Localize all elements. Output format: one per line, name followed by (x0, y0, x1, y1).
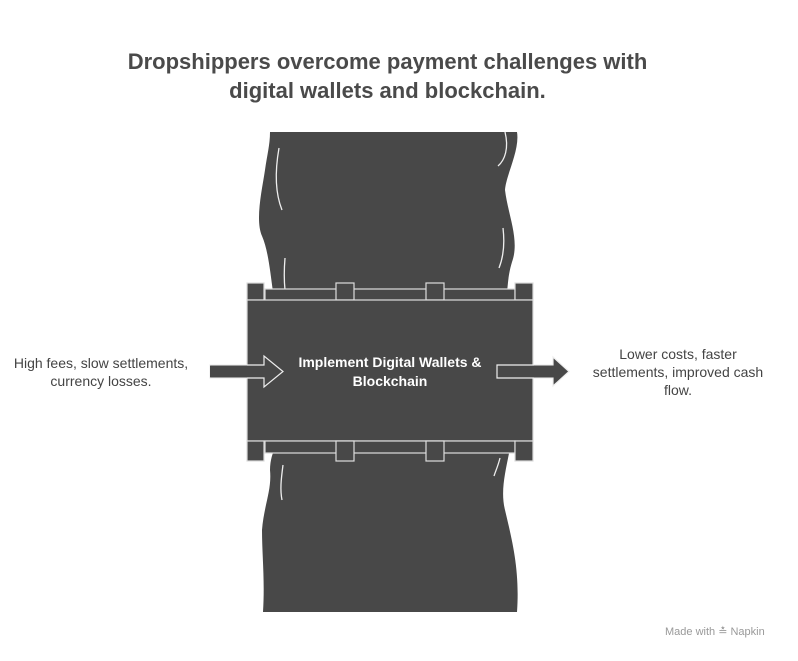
title-line-1: Dropshippers overcome payment challenges… (127, 49, 648, 74)
upper-band (258, 132, 518, 292)
output-description: Lower costs, faster settlements, improve… (578, 345, 778, 399)
napkin-logo-icon: ≛ (718, 626, 728, 638)
top-clamp-bar (264, 288, 516, 302)
process-label-line: Blockchain (352, 373, 428, 389)
output-line: Lower costs, faster (619, 346, 737, 362)
title-line-2: digital wallets and blockchain. (229, 78, 546, 103)
bottom-clamp-square (425, 440, 445, 462)
watermark-brand: Napkin (730, 626, 765, 638)
output-arrow-icon (496, 355, 570, 388)
band-highlight (275, 147, 283, 211)
output-line: settlements, improved cash (592, 364, 764, 380)
input-description: High fees, slow settlements, currency lo… (0, 354, 202, 390)
band-highlight (497, 131, 508, 167)
bottom-clamp-square (246, 440, 265, 462)
top-clamp-square (514, 282, 534, 301)
process-label-line: Implement Digital Wallets & (298, 354, 482, 370)
watermark: Made with ≛ Napkin (665, 625, 765, 638)
process-box (246, 299, 534, 442)
top-clamp-square (246, 282, 265, 301)
lower-band (262, 448, 518, 612)
bottom-clamp-square (514, 440, 534, 462)
band-highlight (493, 457, 501, 477)
band-highlight (283, 257, 286, 291)
page-title: Dropshippers overcome payment challenges… (0, 47, 775, 105)
input-line: High fees, slow settlements, (13, 355, 189, 371)
process-label: Implement Digital Wallets & Blockchain (285, 353, 495, 391)
band-highlight (498, 227, 505, 269)
bottom-clamp-bar (264, 440, 516, 454)
output-line: flow. (663, 382, 692, 398)
bottom-clamp-square (335, 440, 355, 462)
top-clamp-square (335, 282, 355, 301)
watermark-prefix: Made with (665, 626, 716, 638)
band-highlight (280, 464, 284, 501)
input-line: currency losses. (50, 373, 152, 389)
top-clamp-square (425, 282, 445, 301)
